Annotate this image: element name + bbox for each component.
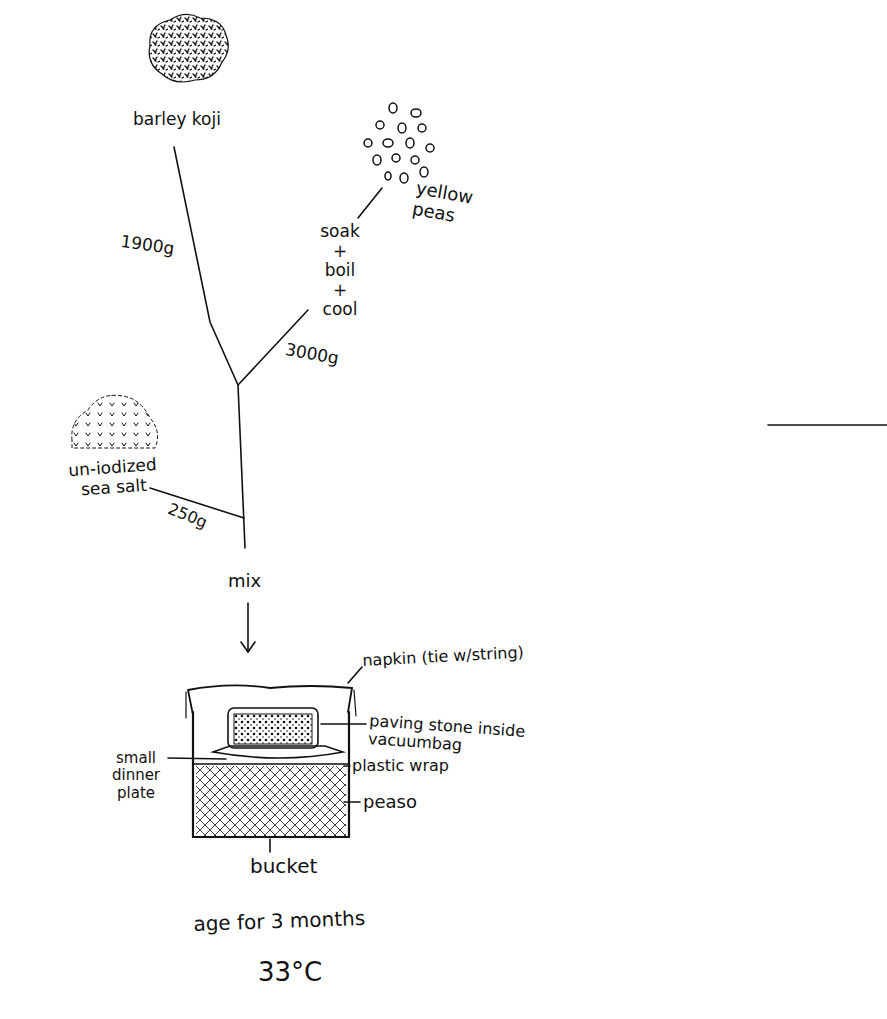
step-label: mix: [228, 571, 261, 592]
part-label: small dinner plate: [105, 750, 167, 802]
weight-label: 1900g: [119, 232, 175, 259]
koji-illustration: [149, 14, 228, 82]
temperature-label: 33°C: [258, 958, 322, 988]
note-label: age for 3 months: [193, 907, 366, 936]
ingredient-label: yellow peas: [411, 178, 481, 230]
ingredient-label: barley koji: [133, 110, 221, 130]
part-label: bucket: [250, 855, 317, 878]
peas-illustration: [364, 103, 434, 183]
part-label: plastic wrap: [352, 757, 449, 775]
part-label: paving stone inside vacuumbag: [367, 712, 534, 760]
ingredient-label: un-iodized sea salt: [56, 454, 170, 501]
part-label: peaso: [363, 792, 417, 813]
flow-lines: [150, 147, 382, 652]
salt-illustration: [72, 395, 158, 448]
step-label: soak + boil + cool: [318, 222, 362, 320]
stray-rule: [768, 424, 887, 426]
part-label: napkin (tie w/string): [362, 644, 524, 671]
bucket-illustration: [168, 667, 366, 852]
weight-label: 3000g: [284, 340, 341, 369]
